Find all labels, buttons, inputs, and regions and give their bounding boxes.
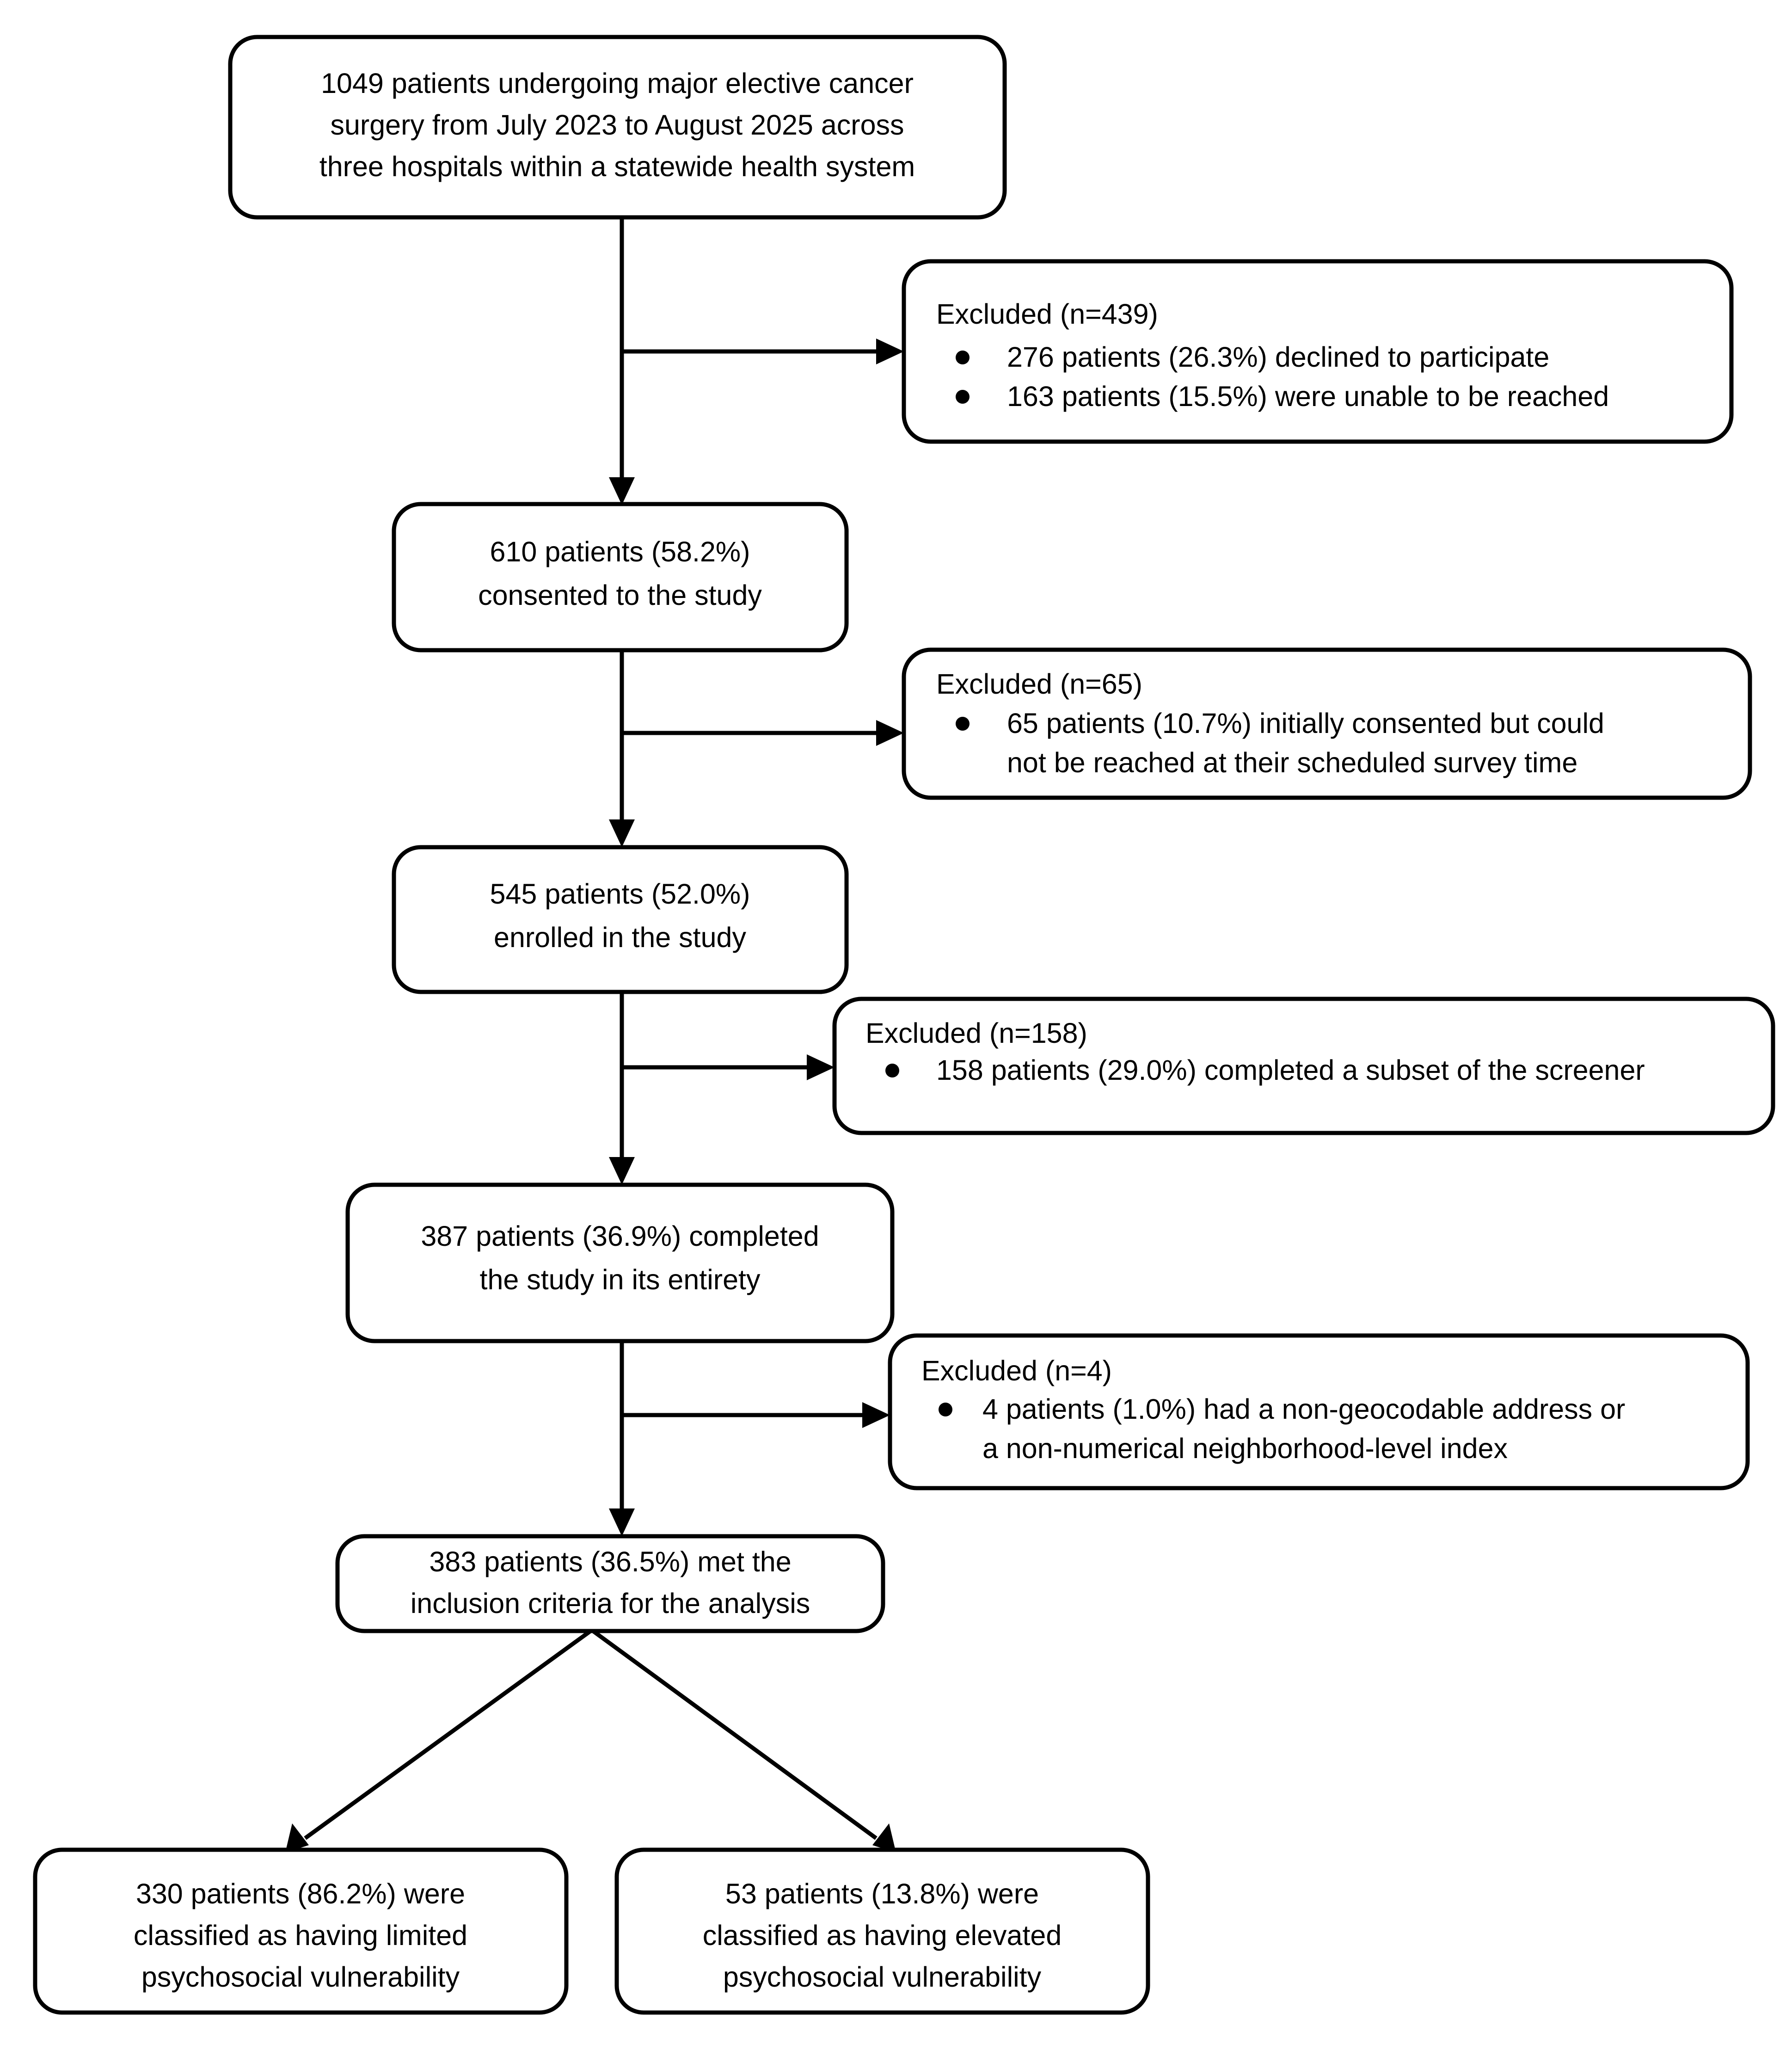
- arrowhead-excluded-65: [876, 720, 904, 746]
- node-excluded-158-title: Excluded (n=158): [865, 1017, 1087, 1049]
- arrowhead-excluded-4: [862, 1402, 890, 1428]
- node-excluded-439-title: Excluded (n=439): [936, 298, 1158, 330]
- arrowhead-elevated: [872, 1823, 896, 1853]
- node-consented[interactable]: 610 patients (58.2%) consented to the st…: [392, 502, 849, 653]
- node-enrollment-source[interactable]: 1049 patients undergoing major elective …: [228, 35, 1007, 220]
- connector-analyzed-to-limited: [304, 1628, 593, 1840]
- node-limited-vulnerability-line-1: 330 patients (86.2%) were: [136, 1878, 465, 1909]
- node-excluded-4-item-1-line-2: a non-numerical neighborhood-level index: [982, 1433, 1508, 1464]
- node-enrollment-source-line-3: three hospitals within a statewide healt…: [319, 151, 915, 182]
- node-enrolled[interactable]: 545 patients (52.0%) enrolled in the stu…: [392, 845, 849, 994]
- arrowhead-enrolled: [609, 819, 635, 847]
- node-limited-vulnerability-line-3: psychosocial vulnerability: [141, 1961, 460, 1993]
- node-limited-vulnerability-box[interactable]: [33, 1847, 569, 2015]
- node-elevated-vulnerability-line-1: 53 patients (13.8%) were: [725, 1878, 1039, 1909]
- node-excluded-65-box[interactable]: [902, 647, 1752, 800]
- node-consented-line-1: 610 patients (58.2%): [490, 536, 750, 567]
- bullet-icon: [956, 351, 970, 364]
- arrowhead-consented: [609, 477, 635, 505]
- node-enrolled-box[interactable]: [392, 845, 849, 994]
- bullet-icon: [885, 1064, 899, 1077]
- node-excluded-4-box[interactable]: [888, 1333, 1750, 1490]
- arrowhead-analyzed: [609, 1508, 635, 1536]
- node-analyzed-line-2: inclusion criteria for the analysis: [411, 1588, 810, 1619]
- node-completed[interactable]: 387 patients (36.9%) completed the study…: [345, 1182, 895, 1343]
- node-excluded-158[interactable]: Excluded (n=158) 158 patients (29.0%) co…: [832, 997, 1775, 1135]
- node-consented-line-2: consented to the study: [478, 579, 762, 611]
- node-elevated-vulnerability-line-2: classified as having elevated: [703, 1920, 1062, 1951]
- arrowhead-excluded-158: [807, 1054, 835, 1080]
- node-completed-line-2: the study in its entirety: [480, 1264, 761, 1295]
- connector-analyzed-to-elevated: [590, 1628, 878, 1840]
- node-consented-box[interactable]: [392, 502, 849, 653]
- connector-layer: [285, 217, 904, 1853]
- node-enrollment-source-line-1: 1049 patients undergoing major elective …: [321, 68, 914, 99]
- node-excluded-158-box[interactable]: [832, 997, 1775, 1135]
- node-excluded-65[interactable]: Excluded (n=65) 65 patients (10.7%) init…: [902, 647, 1752, 800]
- node-elevated-vulnerability-box[interactable]: [614, 1847, 1150, 2015]
- node-limited-vulnerability[interactable]: 330 patients (86.2%) were classified as …: [33, 1847, 569, 2015]
- arrowhead-limited: [285, 1823, 309, 1853]
- node-analyzed-box[interactable]: [335, 1534, 885, 1633]
- node-excluded-4-title: Excluded (n=4): [921, 1355, 1112, 1386]
- node-excluded-439-box[interactable]: [902, 259, 1734, 444]
- node-excluded-158-item-1-line-1: 158 patients (29.0%) completed a subset …: [936, 1054, 1645, 1086]
- node-excluded-439[interactable]: Excluded (n=439) 276 patients (26.3%) de…: [902, 259, 1734, 444]
- bullet-icon: [956, 717, 970, 731]
- node-enrolled-line-2: enrolled in the study: [494, 922, 746, 953]
- node-elevated-vulnerability[interactable]: 53 patients (13.8%) were classified as h…: [614, 1847, 1150, 2015]
- bullet-icon: [939, 1403, 952, 1416]
- node-analyzed[interactable]: 383 patients (36.5%) met the inclusion c…: [335, 1534, 885, 1633]
- node-limited-vulnerability-line-2: classified as having limited: [134, 1920, 467, 1951]
- node-excluded-65-title: Excluded (n=65): [936, 668, 1142, 700]
- node-enrolled-line-1: 545 patients (52.0%): [490, 878, 750, 910]
- node-elevated-vulnerability-line-3: psychosocial vulnerability: [723, 1961, 1042, 1993]
- node-analyzed-line-1: 383 patients (36.5%) met the: [429, 1546, 791, 1577]
- node-excluded-65-item-1-line-1: 65 patients (10.7%) initially consented …: [1007, 708, 1604, 739]
- node-completed-line-1: 387 patients (36.9%) completed: [421, 1220, 819, 1252]
- arrowhead-completed: [609, 1157, 635, 1185]
- node-excluded-65-item-1-line-2: not be reached at their scheduled survey…: [1007, 747, 1577, 778]
- node-excluded-4-item-1-line-1: 4 patients (1.0%) had a non-geocodable a…: [982, 1393, 1625, 1425]
- node-excluded-439-item-2-line-1: 163 patients (15.5%) were unable to be r…: [1007, 381, 1609, 412]
- arrowhead-excluded-439: [876, 339, 904, 364]
- node-excluded-439-item-1-line-1: 276 patients (26.3%) declined to partici…: [1007, 341, 1549, 373]
- node-completed-box[interactable]: [345, 1182, 895, 1343]
- node-enrollment-source-box[interactable]: [228, 35, 1007, 220]
- bullet-icon: [956, 390, 970, 404]
- node-enrollment-source-line-2: surgery from July 2023 to August 2025 ac…: [331, 109, 904, 141]
- node-excluded-4[interactable]: Excluded (n=4) 4 patients (1.0%) had a n…: [888, 1333, 1750, 1490]
